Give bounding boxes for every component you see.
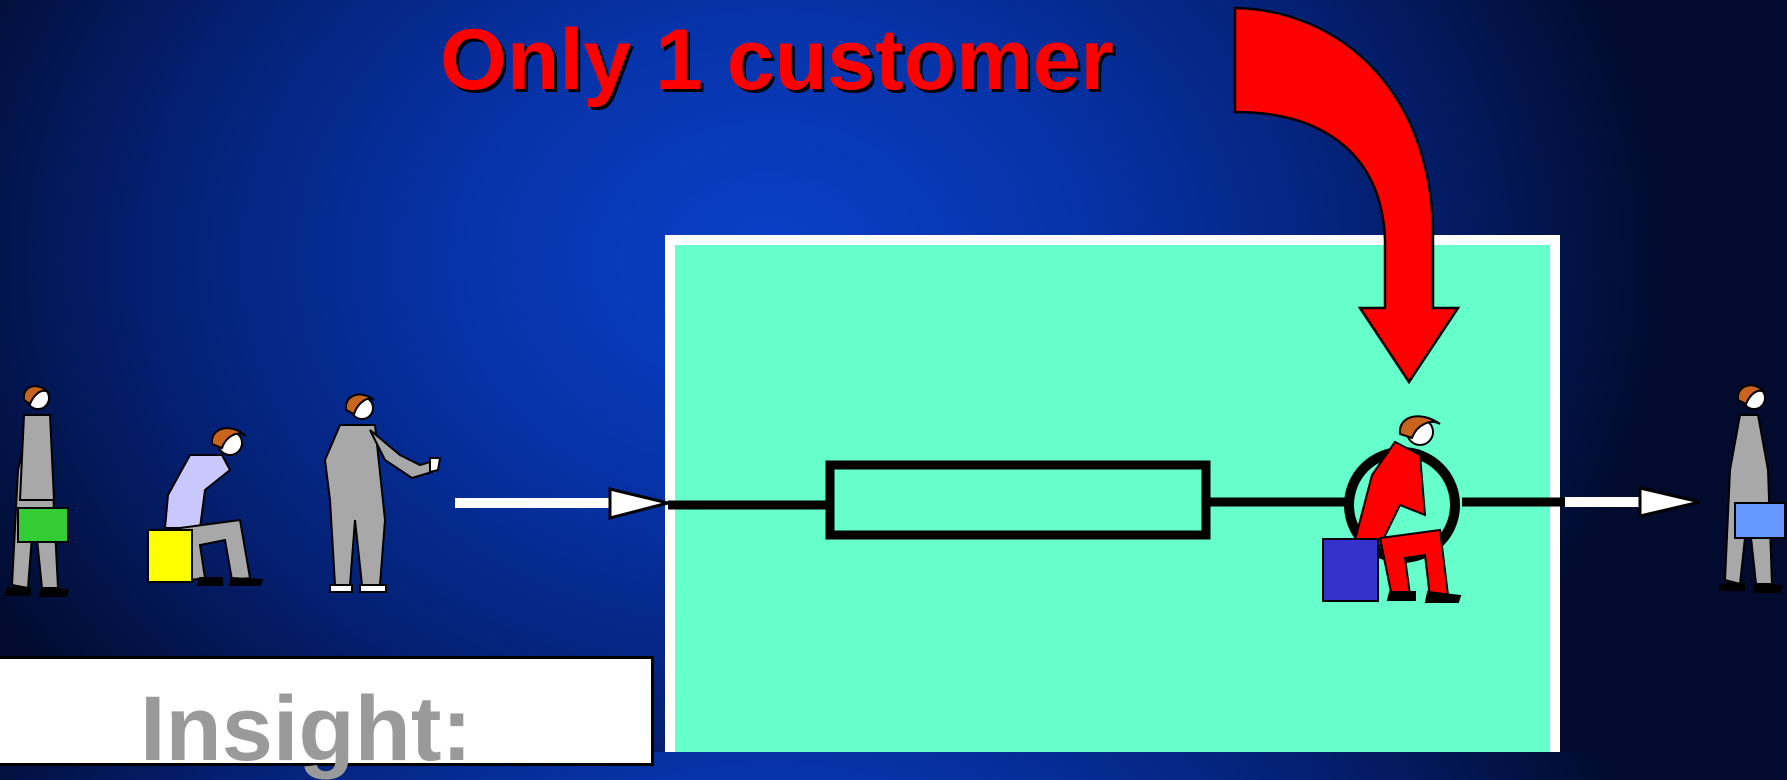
waiting-customer-seated <box>147 427 264 586</box>
arrival-arrowhead <box>608 487 669 520</box>
waiting-customer-pointing <box>323 393 442 593</box>
blue-box <box>1322 538 1379 602</box>
page-title: Only 1 customer <box>440 12 1114 108</box>
departure-arrowhead <box>1638 486 1701 518</box>
queue-diagram <box>4 6 1786 752</box>
departing-customer <box>1718 384 1786 593</box>
insight-box: Insight: <box>0 656 654 779</box>
green-briefcase <box>17 507 69 543</box>
customer-in-service <box>1322 415 1462 603</box>
highlight-arrow <box>1233 6 1461 385</box>
insight-label: Insight: <box>140 678 473 780</box>
waiting-customer-standing <box>4 385 70 597</box>
blue-briefcase <box>1734 502 1786 539</box>
yellow-box <box>147 529 193 583</box>
